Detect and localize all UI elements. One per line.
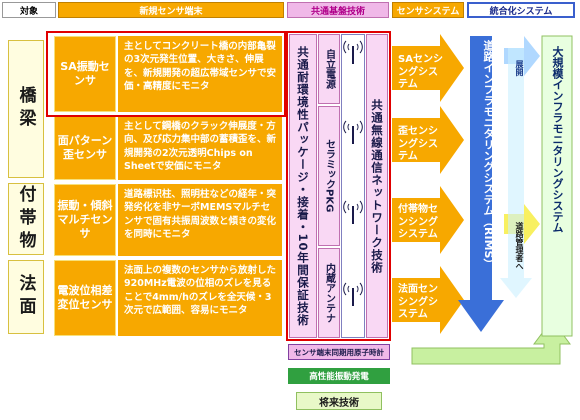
- large-scale-box: [541, 35, 573, 337]
- antenna-icon: [343, 282, 363, 306]
- antenna-segment: 内蔵アンテナ: [318, 248, 340, 338]
- ceramic-pkg-segment: セラミックPKG: [318, 106, 340, 246]
- antenna-icon-column: [341, 34, 365, 338]
- category-bridge: 橋梁: [8, 40, 44, 178]
- arrow-strain-system: [392, 106, 464, 174]
- wireless-network-column: 共通無線通信ネットワーク技術: [366, 34, 388, 338]
- rims-arrow: [458, 36, 504, 332]
- system-label-strain: 歪センシングシステム: [398, 126, 438, 162]
- header-integrated-system: 統合化システム: [467, 2, 575, 18]
- future-tech-box: 将来技術: [296, 392, 382, 410]
- arrow-attached-system: [392, 186, 464, 254]
- integration-graphics: [411, 35, 573, 365]
- system-label-sa: SAセンシングシステム: [398, 54, 443, 90]
- sensor-desc-sa: 主としてコンクリート橋の内部亀裂の3次元発生位置、大きさ、伸展を、新規開発の超広…: [118, 36, 282, 112]
- expand-vertical-arrow: [500, 48, 532, 298]
- vibration-power-box: 高性能振動発電: [288, 368, 390, 384]
- highlight-common-tech: [286, 31, 391, 341]
- antenna-icons: [343, 40, 363, 306]
- sensor-desc-radio: 法面上の複数のセンサから放射した920MHz電波の位相のズレを見ることで4mm/…: [118, 260, 282, 336]
- system-label-slope: 法面センシングシステム: [398, 284, 438, 320]
- road-admin-label: 道路管理者へ: [515, 222, 524, 270]
- large-scale-label: 大規模インフラモニタリングシステム: [551, 46, 564, 233]
- sensor-desc-multi: 道路標识柱、照明柱などの経年・突発劣化を非サーボMEMSマルチセンサで固有共振周…: [118, 184, 282, 256]
- sensor-desc-strain: 主として鋼橋のクラック伸展度・方向、及び応力集中部の蓄積歪を、新規開発の2次元透…: [118, 116, 282, 180]
- system-label-attached: 付帯物センシングシステム: [398, 204, 438, 240]
- sensor-name-strain: 面パターン歪センサ: [54, 116, 116, 180]
- arrow-sa-system: [392, 34, 464, 102]
- sensor-name-sa: SA振動センサ: [54, 36, 116, 112]
- header-sensor-terminal: 新規センサ端末: [58, 2, 284, 18]
- expand-label: 展開: [515, 60, 524, 76]
- sensor-name-multi: 振動・傾斜マルチセンサ: [54, 184, 116, 256]
- category-slope: 法面: [8, 260, 44, 334]
- antenna-icon: [343, 40, 363, 64]
- antenna-icon: [343, 120, 363, 144]
- header-target: 対象: [2, 2, 56, 18]
- atomic-clock-box: センサ端末同期用原子時計: [288, 344, 390, 360]
- power-segment: 自立電源: [318, 34, 340, 104]
- common-package-column: 共通耐環境性パッケージ・接着・10年間保証技術: [289, 34, 317, 338]
- header-sensor-system: センサシステム: [392, 2, 464, 18]
- header-common-tech: 共通基盤技術: [287, 2, 389, 18]
- arrow-slope-system: [392, 266, 464, 334]
- rims-label: 道路インフラモニタリングシステム（RIMS）: [482, 40, 495, 270]
- category-attached: 付帯物: [8, 183, 44, 255]
- antenna-icon: [343, 200, 363, 224]
- highlight-sa-sensor: [46, 31, 286, 117]
- sensor-system-arrows: [392, 34, 464, 334]
- sensor-name-radio: 電波位相差変位センサ: [54, 260, 116, 336]
